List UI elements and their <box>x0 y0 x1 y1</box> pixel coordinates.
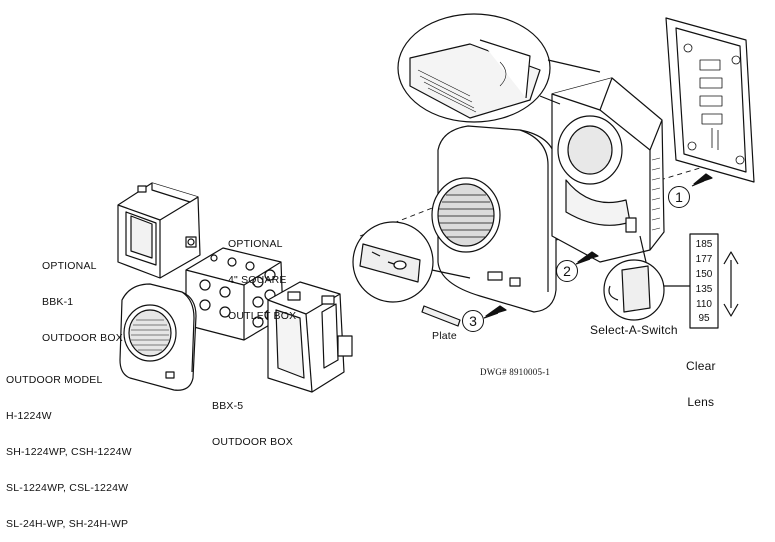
callout-3: 3 <box>462 310 484 332</box>
outdoor-model-label: OUTDOOR MODEL H-1224W SH-1224WP, CSH-122… <box>6 374 132 530</box>
mounting-plate <box>665 17 755 183</box>
bbx-5-outdoor-box <box>267 281 353 393</box>
candela-value: 95 <box>698 313 710 324</box>
outdoor-model-horn <box>119 283 197 391</box>
bbx-label: BBX-5 OUTDOOR BOX <box>212 400 293 448</box>
callout-2: 2 <box>556 260 578 282</box>
candela-value: 135 <box>695 284 713 295</box>
callout-1: 1 <box>668 186 690 208</box>
drawing-number: DWG# 8910005-1 <box>480 367 551 377</box>
exploded-assembly-drawing <box>117 13 755 393</box>
main-horn-housing <box>431 125 557 313</box>
optional-outlet-label: OPTIONAL 4" SQUARE OUTLET BOX <box>228 238 297 322</box>
candela-value: 185 <box>695 239 713 250</box>
plate-detail-circle <box>352 221 471 303</box>
plate-part <box>421 305 461 327</box>
candela-table <box>689 233 719 329</box>
select-a-switch-detail <box>603 235 692 321</box>
candela-value: 177 <box>695 254 713 265</box>
optional-box-label: OPTIONAL BBK-1 OUTDOOR BOX <box>42 260 123 344</box>
assembly-arrows <box>483 173 739 319</box>
plate-label: Plate <box>432 330 457 342</box>
bbk-1-outdoor-box <box>117 182 201 279</box>
clear-lens-label: Clear Lens <box>686 359 716 409</box>
select-a-switch-label: Select-A-Switch <box>590 323 678 337</box>
candela-value: 110 <box>696 299 712 310</box>
detail-magnifier <box>397 13 601 123</box>
back-housing <box>551 77 665 263</box>
candela-value: 150 <box>695 269 713 280</box>
